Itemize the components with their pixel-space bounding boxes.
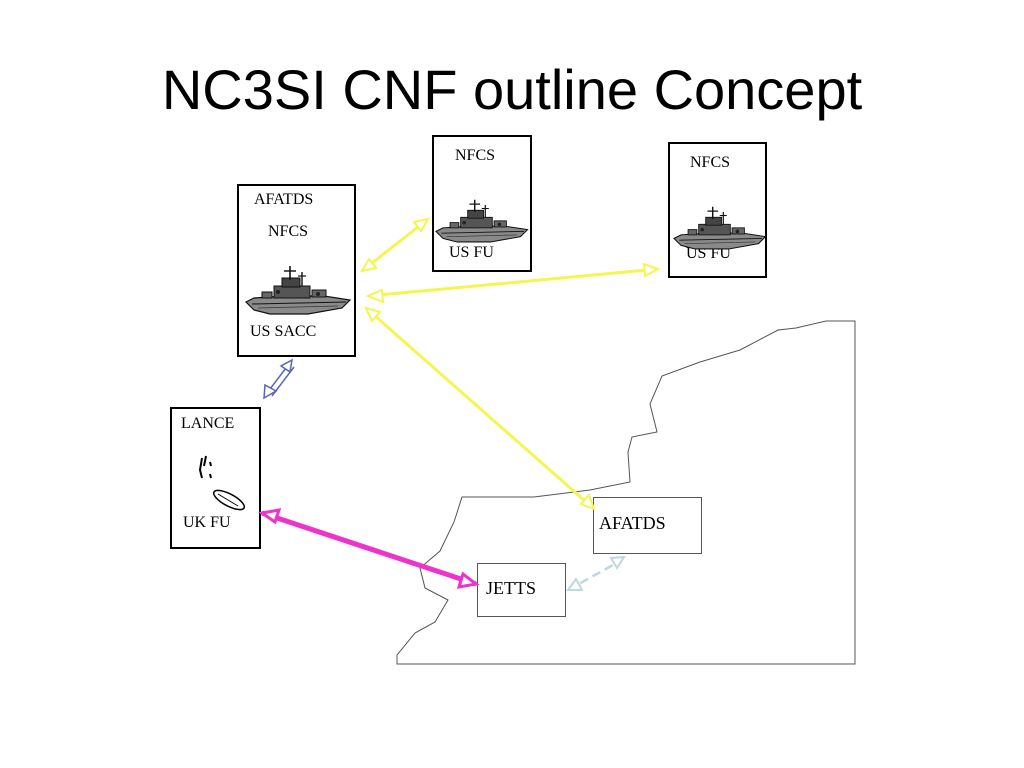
lance-label: LANCE xyxy=(181,415,235,432)
fu1-nfcs-label: NFCS xyxy=(455,147,496,164)
jetts-node[interactable] xyxy=(477,563,566,617)
warship-icon xyxy=(245,265,351,315)
slide-title: NC3SI CNF outline Concept xyxy=(161,58,863,121)
sacc-afatds-label: AFATDS xyxy=(254,191,314,208)
coastline-outline xyxy=(396,320,856,665)
warship-icon xyxy=(435,199,529,243)
uk-fu-to-jetts-arrow xyxy=(258,508,480,589)
uk-fu-label: UK FU xyxy=(183,514,231,531)
sacc-to-uk-fu-arrow xyxy=(263,358,295,400)
fu1-us-fu-label: US FU xyxy=(449,244,494,261)
sacc-to-fu2-arrow xyxy=(365,262,661,304)
warship-icon xyxy=(673,206,767,250)
sacc-to-afatds-arrow xyxy=(364,306,596,511)
jetts-label: JETTS xyxy=(486,578,537,598)
us-fu-node-2[interactable] xyxy=(668,142,767,278)
patrol-boat-icon xyxy=(198,455,246,511)
sacc-to-fu1-arrow xyxy=(359,217,431,273)
afatds-to-jetts-arrow xyxy=(566,555,626,592)
afatds-label: AFATDS xyxy=(599,513,666,533)
us-fu-node-1[interactable] xyxy=(432,135,532,272)
fu2-nfcs-label: NFCS xyxy=(690,154,731,171)
sacc-us-sacc-label: US SACC xyxy=(250,323,317,340)
sacc-nfcs-label: NFCS xyxy=(268,223,309,240)
afatds-node[interactable] xyxy=(593,497,702,554)
uk-fu-node[interactable] xyxy=(170,407,261,549)
us-sacc-node[interactable] xyxy=(237,184,356,357)
